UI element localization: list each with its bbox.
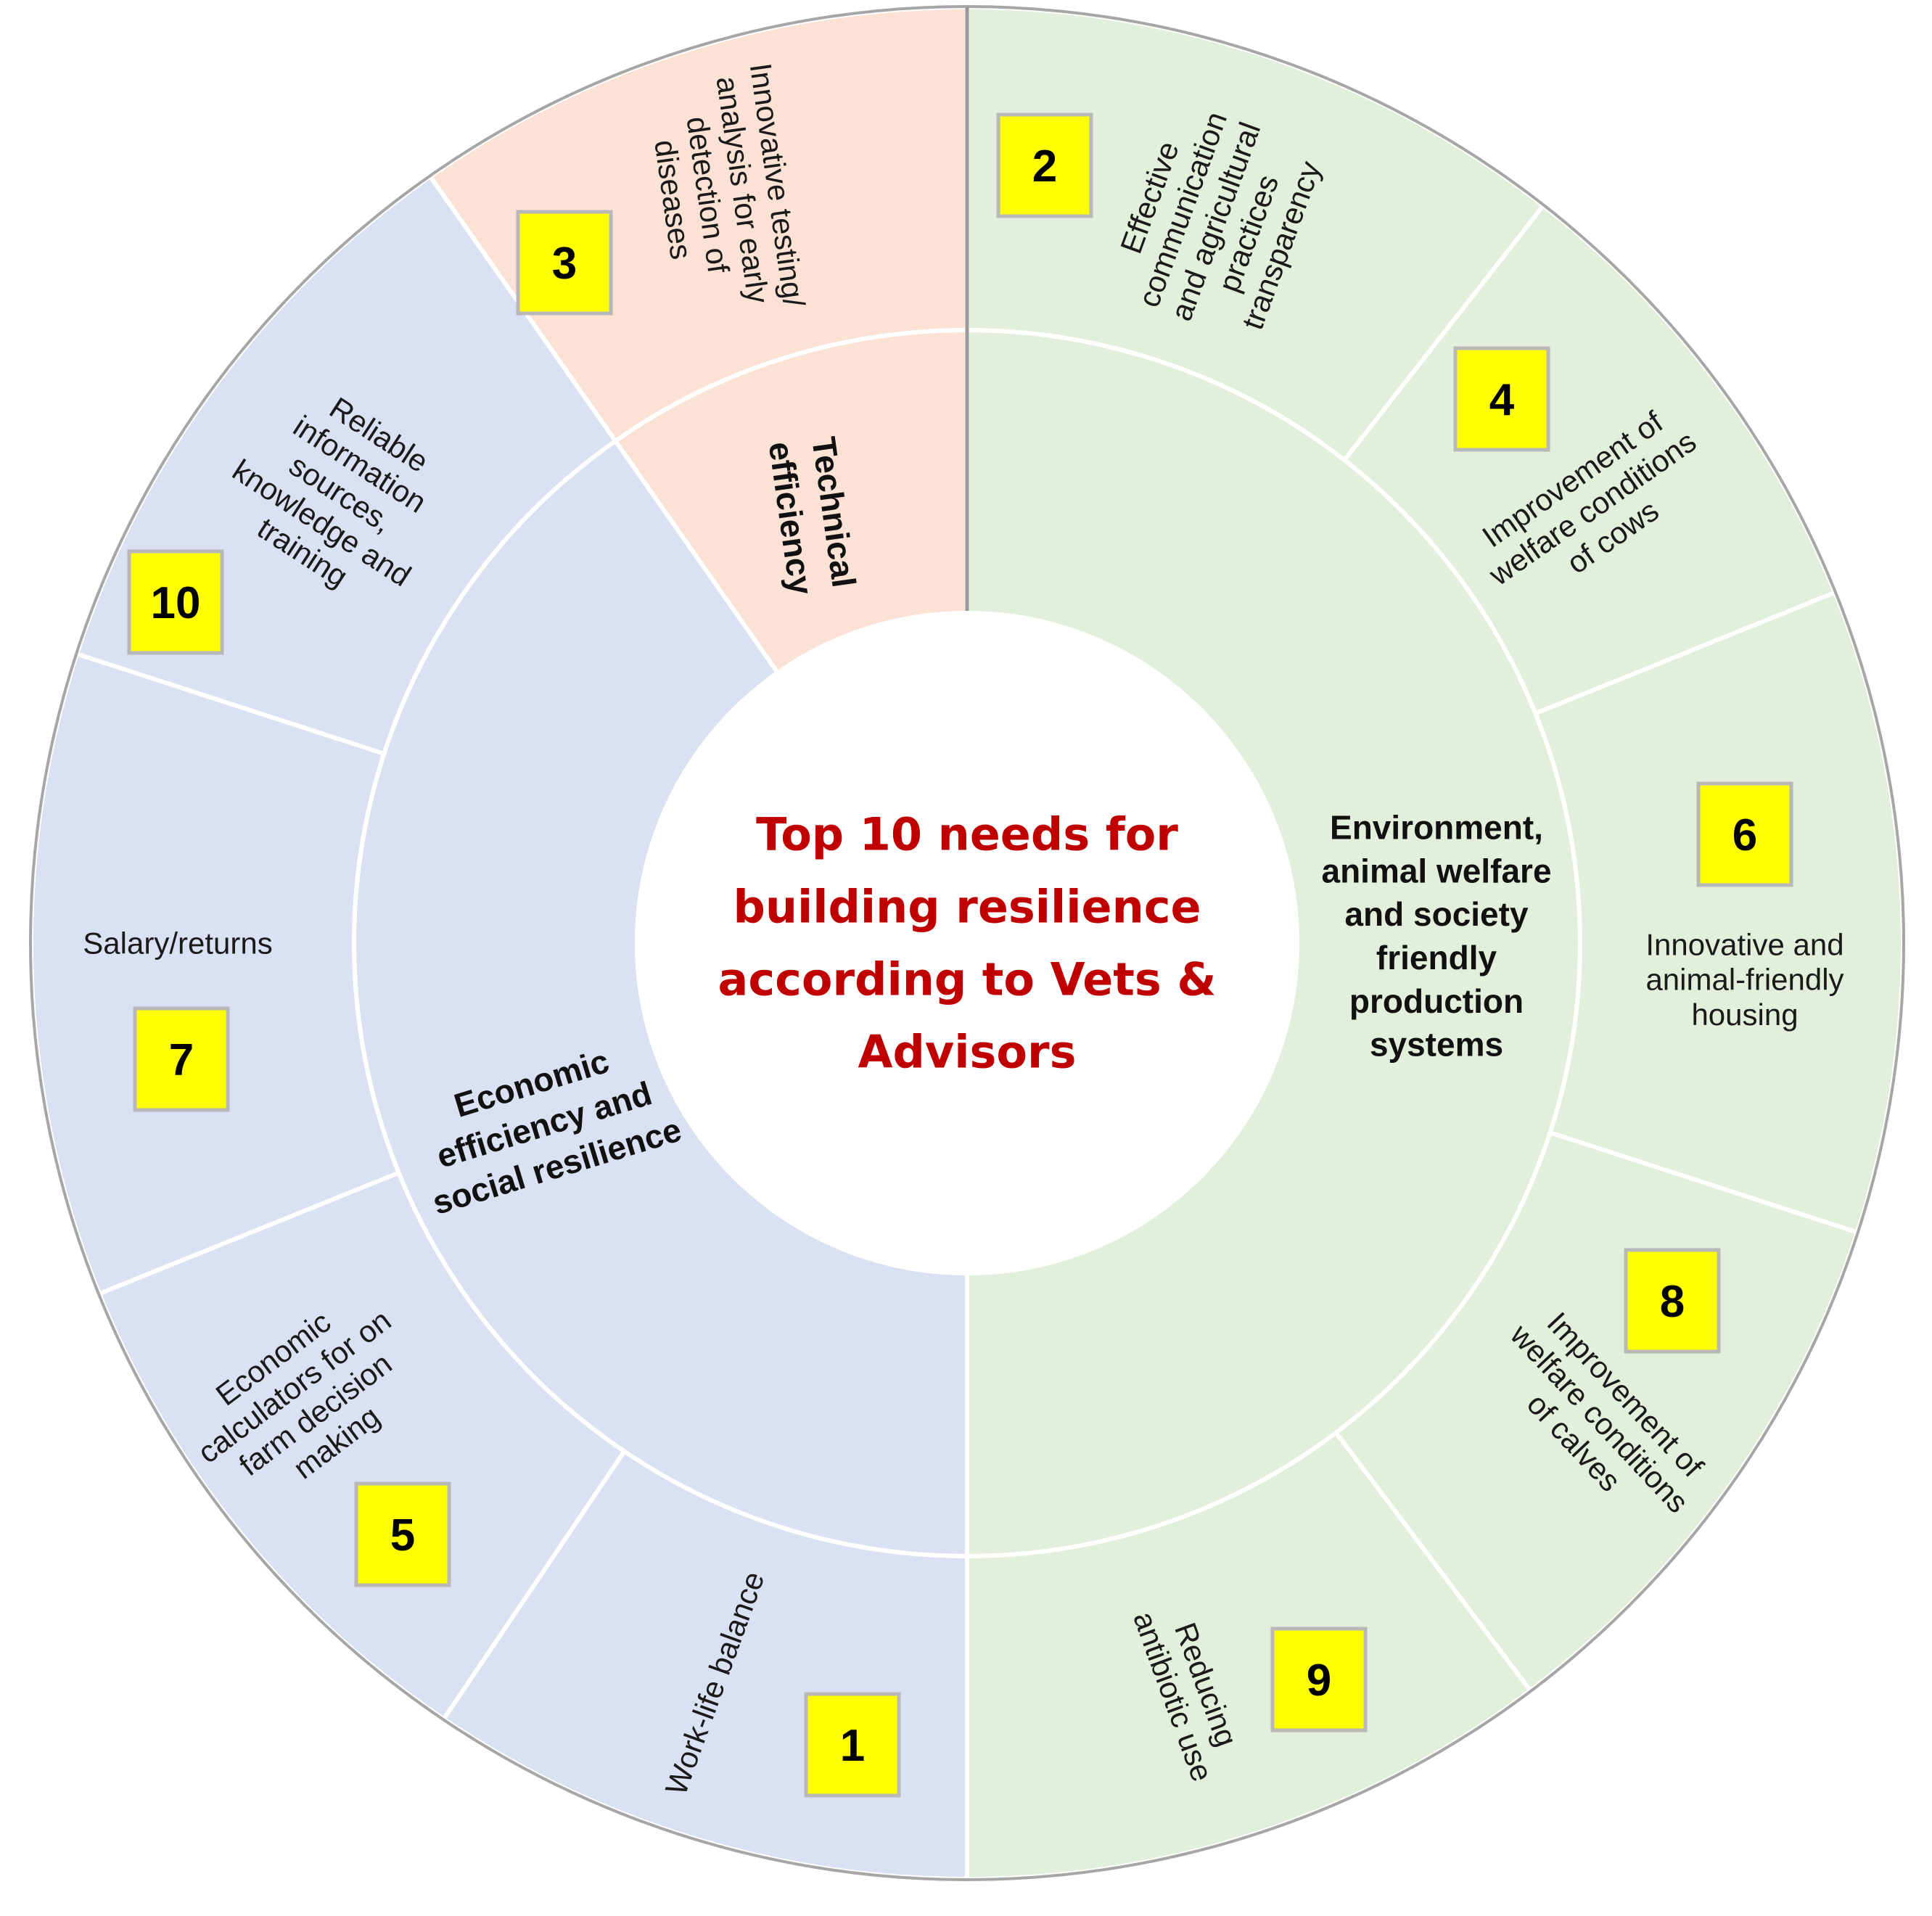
ring-layer [29, 4, 1905, 1882]
need-label-rank-7-line: Salary/returns [83, 926, 272, 961]
rank-badge-5 [354, 1481, 451, 1587]
category-label-environment-line: Environment, [1330, 809, 1543, 847]
category-label-environment-line: and society [1344, 895, 1529, 933]
rank-number-2: 2 [1032, 141, 1057, 192]
rank-badge-1 [804, 1692, 901, 1798]
category-label-environment: Environment, animal welfare and society fri… [1321, 809, 1551, 1064]
rank-badge-4 [1453, 346, 1550, 452]
need-label-rank-6-line: animal-friendly [1645, 963, 1843, 997]
rank-number-3: 3 [552, 239, 577, 289]
wheel-outline [29, 5, 1905, 1881]
rank-number-4: 4 [1489, 375, 1515, 425]
rank-number-1: 1 [840, 1721, 865, 1771]
center-title-line: building resilience [733, 881, 1201, 934]
center-title-line: Top 10 needs for [756, 808, 1178, 861]
need-label-rank-2: Effectivecommunicationand agriculturalpr… [1098, 94, 1333, 349]
category-label-environment-line: production [1349, 982, 1524, 1020]
rank-number-7: 7 [169, 1035, 194, 1085]
rank-number-5: 5 [390, 1510, 415, 1561]
rank-number-10: 10 [151, 578, 201, 628]
rank-badge-2 [996, 112, 1093, 218]
rank-badge-6 [1696, 781, 1793, 887]
center-circle [635, 611, 1299, 1275]
category-label-environment-line: friendly [1376, 939, 1497, 976]
need-label-rank-6-line: housing [1691, 998, 1798, 1032]
rank-box-layer: 2 4 6 8 9 1 5 7 10 3 [127, 112, 1793, 1798]
center-title-line: according to Vets & [718, 953, 1217, 1006]
center-title-line: Advisors [858, 1026, 1076, 1079]
rank-badge-9 [1270, 1627, 1368, 1732]
category-label-environment-line: systems [1370, 1026, 1503, 1064]
need-label-rank-6-line: Innovative and [1645, 927, 1843, 961]
rank-number-8: 8 [1660, 1277, 1685, 1327]
rank-badge-8 [1624, 1248, 1721, 1354]
rank-number-9: 9 [1307, 1656, 1331, 1706]
rank-badge-10 [127, 549, 224, 655]
center-title: Top 10 needs for building resilience accor… [718, 808, 1217, 1079]
category-label-environment-line: animal welfare [1321, 852, 1551, 889]
need-label-rank-7: Salary/returns [83, 926, 272, 961]
rank-number-6: 6 [1732, 810, 1757, 860]
center-layer: Top 10 needs for building resilience accor… [635, 611, 1299, 1275]
rank-badge-3 [516, 210, 613, 316]
rank-badge-7 [133, 1006, 230, 1112]
